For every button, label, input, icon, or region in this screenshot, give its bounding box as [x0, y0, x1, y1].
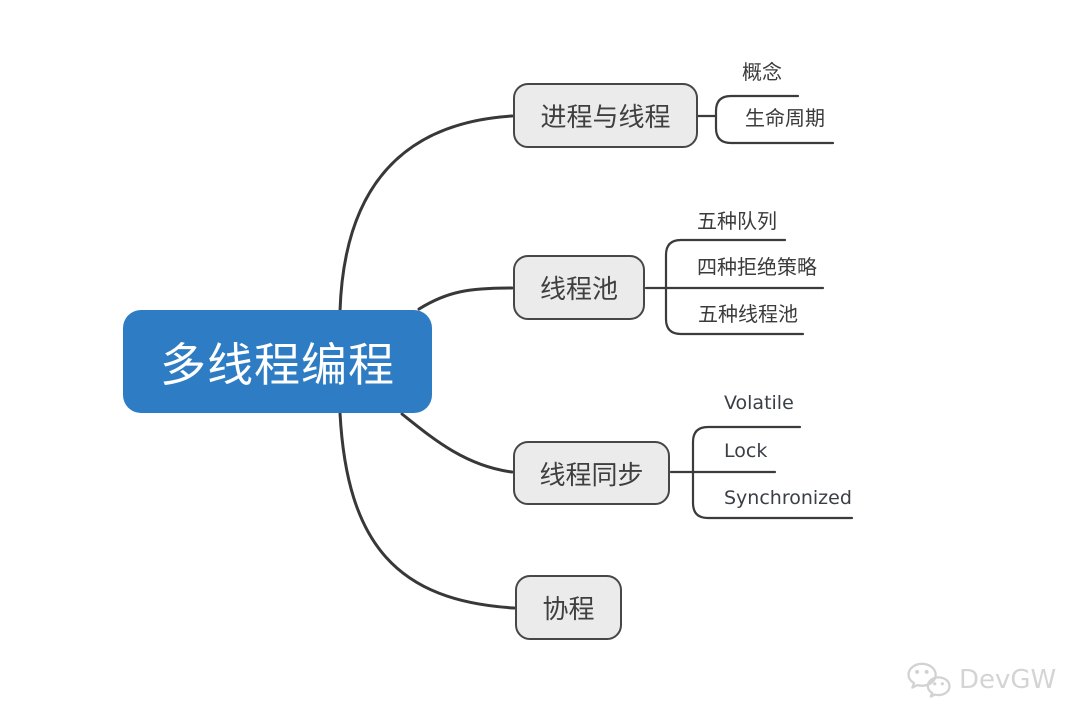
watermark: DevGW	[906, 660, 1056, 700]
subtopic-five-queues[interactable]: 五种队列	[697, 209, 777, 233]
subtopic-synchronized[interactable]: Synchronized	[724, 487, 852, 509]
subtopic-lifecycle[interactable]: 生命周期	[745, 106, 825, 130]
subtopic-lock[interactable]: Lock	[724, 440, 768, 462]
subtopic-five-thread-pools[interactable]: 五种线程池	[698, 302, 798, 326]
node-thread-pool[interactable]: 线程池	[513, 255, 645, 320]
node-coroutine[interactable]: 协程	[515, 575, 622, 640]
subtopic-concept[interactable]: 概念	[742, 60, 782, 84]
wechat-icon	[907, 662, 951, 698]
watermark-text: DevGW	[959, 665, 1057, 695]
node-thread-sync[interactable]: 线程同步	[513, 441, 670, 505]
subtopic-four-reject-policies[interactable]: 四种拒绝策略	[697, 255, 817, 279]
root-node-multithreading[interactable]: 多线程编程	[123, 310, 432, 413]
node-process-and-thread[interactable]: 进程与线程	[513, 83, 698, 148]
subtopic-volatile[interactable]: Volatile	[724, 392, 794, 414]
